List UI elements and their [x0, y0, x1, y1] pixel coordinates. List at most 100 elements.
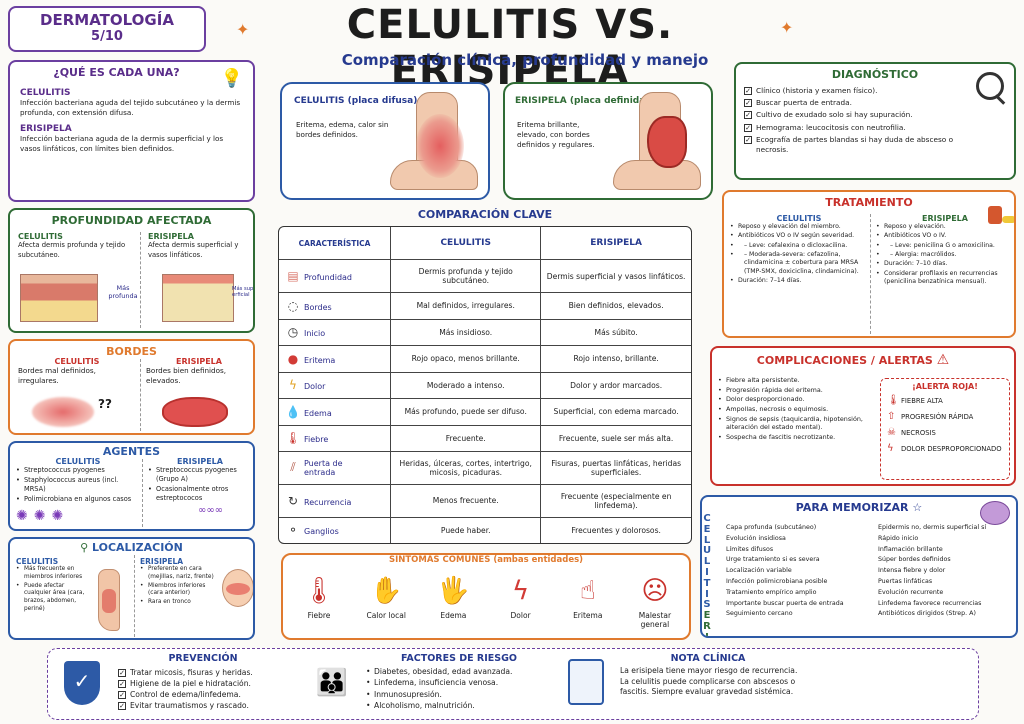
drop-icon: 💧	[285, 404, 301, 419]
symptom-icon: ☹	[641, 576, 669, 606]
diagnosis-text: Clínico (historia y examen físico).	[756, 86, 878, 95]
symptom-item: 🌡Fiebre	[289, 571, 349, 638]
symptom-label: Eritema	[573, 611, 603, 620]
comparison-title: COMPARACIÓN CLAVE	[417, 208, 553, 221]
alert-item: 🌡FIEBRE ALTA	[887, 395, 1009, 406]
diagnosis-item: ✓Cultivo de exudado solo si hay supuraci…	[744, 110, 980, 120]
diagnosis-item: ✓Ecografía de partes blandas si hay duda…	[744, 135, 980, 155]
red-alert-box: ¡ALERTA ROJA! 🌡FIEBRE ALTA⇧PROGRESIÓN RÁ…	[880, 378, 1010, 480]
celulitis-cell: Más profundo, puede ser difuso.	[390, 398, 542, 426]
symptom-icon: 🖐	[437, 576, 470, 606]
panel-title-text: LOCALIZACIÓN	[92, 541, 183, 554]
symptom-item: ☹Malestar general	[625, 571, 685, 638]
alert-text: PROGRESIÓN RÁPIDA	[901, 412, 974, 421]
mnemonic-item: Infección polimicrobiana posible	[726, 577, 828, 585]
feature-label: Recurrencia	[304, 497, 352, 507]
erisipela-heading: ERISIPELA	[176, 357, 222, 366]
mnemonic-item: Urge tratamiento si es severa	[726, 556, 820, 564]
feature-cell: 🌡Fiebre	[279, 424, 392, 453]
risk-item: Diabetes, obesidad, edad avanzada.	[366, 667, 562, 678]
erisipela-definition: Infección bacteriana aguda de la dermis …	[20, 134, 224, 154]
clock-icon: ◷	[287, 325, 299, 340]
depth-label-deep: Más profunda	[108, 284, 138, 300]
red-alert-title: ¡ALERTA ROJA!	[912, 382, 978, 391]
diffuse-lesion-illustration	[32, 397, 94, 427]
lightbulb-icon: 💡	[220, 68, 243, 89]
star-icon: ☆	[912, 501, 923, 514]
panel-title: AGENTES	[102, 445, 161, 458]
erisipela-heading: ERISIPELA	[922, 214, 968, 223]
agent-item: Ocasionalmente otros estreptococos	[148, 485, 252, 503]
location-item: Rara en tronco	[140, 599, 218, 607]
sparkle-icon: ✦	[236, 20, 250, 39]
feature-label: Dolor	[304, 382, 326, 392]
mnemonic-item: Epidermis no, dermis superficial sí	[878, 524, 987, 531]
prevention-text: Higiene de la piel e hidratación.	[130, 679, 251, 688]
feature-cell: ▤Profundidad	[279, 259, 392, 294]
mnemonic-item: Evolución recurrente	[878, 588, 944, 596]
medicine-icon	[988, 206, 1002, 224]
treatment-item: – Leve: penicilina G o amoxicilina.	[876, 242, 1014, 251]
risk-title: FACTORES DE RIESGO	[401, 653, 517, 664]
diagnosis-text: Cultivo de exudado solo si hay supuració…	[756, 110, 913, 120]
symptom-label: Fiebre	[307, 611, 331, 620]
clipboard-icon	[568, 659, 604, 705]
feature-label: Ganglios	[304, 527, 339, 537]
feature-label: Edema	[304, 408, 332, 418]
topic-badge: DERMATOLOGÍA 5/10	[8, 6, 206, 52]
leg-redness	[102, 589, 116, 613]
erisipela-depth-text: Afecta dermis superficial y vasos linfát…	[148, 241, 239, 259]
card-title: CELULITIS (placa difusa)	[294, 96, 418, 106]
alert-text: NECROSIS	[901, 428, 936, 437]
erisipela-border-text: Bordes bien definidos, elevados.	[146, 366, 227, 386]
card-text: Eritema, edema, calor sin bordes definid…	[296, 120, 389, 140]
feature-label: Inicio	[304, 329, 326, 339]
prevention-item: ✓Tratar micosis, fisuras y heridas.	[118, 667, 318, 678]
alert-icon: ☠	[887, 427, 896, 438]
feature-label: Bordes	[304, 302, 332, 312]
prevention-text: Evitar traumatismos y rascado.	[130, 701, 249, 710]
erisipela-cell: Frecuentes y dolorosos.	[540, 516, 691, 543]
symptom-icon: ✋	[370, 576, 403, 606]
wound-icon: ⫽	[290, 459, 296, 474]
erisipela-heading: ERISIPELA	[20, 124, 72, 135]
erisipela-cell: Superficial, con edema marcado.	[540, 398, 691, 426]
location-pin-icon: ⚲	[80, 541, 92, 554]
depth-label-superficial: Más superficial	[232, 286, 254, 298]
panel-title: ¿QUÉ ES CADA UNA?	[53, 66, 180, 79]
complications-panel: COMPLICACIONES / ALERTAS ⚠ Fiebre alta p…	[710, 346, 1016, 486]
symptom-icon: ϟ	[511, 576, 530, 606]
erisipela-cell: Fisuras, puertas linfáticas, heridas sup…	[540, 451, 691, 485]
bacteria-icon: ✺✺✺	[16, 507, 70, 524]
checkbox-icon: ✓	[118, 702, 126, 710]
complication-item: Ampollas, necrosis o equimosis.	[718, 405, 878, 414]
panel-title-text: PARA MEMORIZAR	[795, 501, 909, 514]
comparison-table: CARACTERÍSTICA CELULITIS ERISIPELA ▤Prof…	[278, 226, 692, 544]
celulitis-cell: Rojo opaco, menos brillante.	[390, 345, 542, 373]
face-redness	[226, 583, 250, 595]
feature-cell: ◷ Inicio	[279, 318, 392, 347]
feature-cell: ↻Recurrencia	[279, 483, 392, 518]
erisipela-cell: Bien definidos, elevados.	[540, 292, 691, 320]
diagnosis-text: Hemograma: leucocitosis con neutrofilia.	[756, 122, 906, 132]
pill-icon	[1002, 216, 1014, 223]
foot-illustration-diffuse	[390, 92, 482, 196]
celulitis-border-text: Bordes mal definidos, irregulares.	[18, 366, 96, 386]
depth-panel: PROFUNDIDAD AFECTADA CELULITIS Afecta de…	[8, 208, 255, 333]
agent-item: Streptococcus pyogenes (Grupo A)	[148, 466, 252, 484]
risk-item: Linfedema, insuficiencia venosa.	[366, 678, 562, 689]
alert-item: ☠ NECROSIS	[887, 427, 1009, 438]
symptom-label: Dolor	[510, 611, 531, 620]
celulitis-heading: CELULITIS	[16, 557, 59, 566]
location-item: Puede afectar cualquier área (cara, braz…	[16, 583, 86, 614]
defined-lesion-illustration	[162, 397, 228, 427]
symptom-item: 🖐Edema	[423, 571, 483, 638]
panel-title: PARA MEMORIZAR ☆	[702, 501, 1016, 514]
